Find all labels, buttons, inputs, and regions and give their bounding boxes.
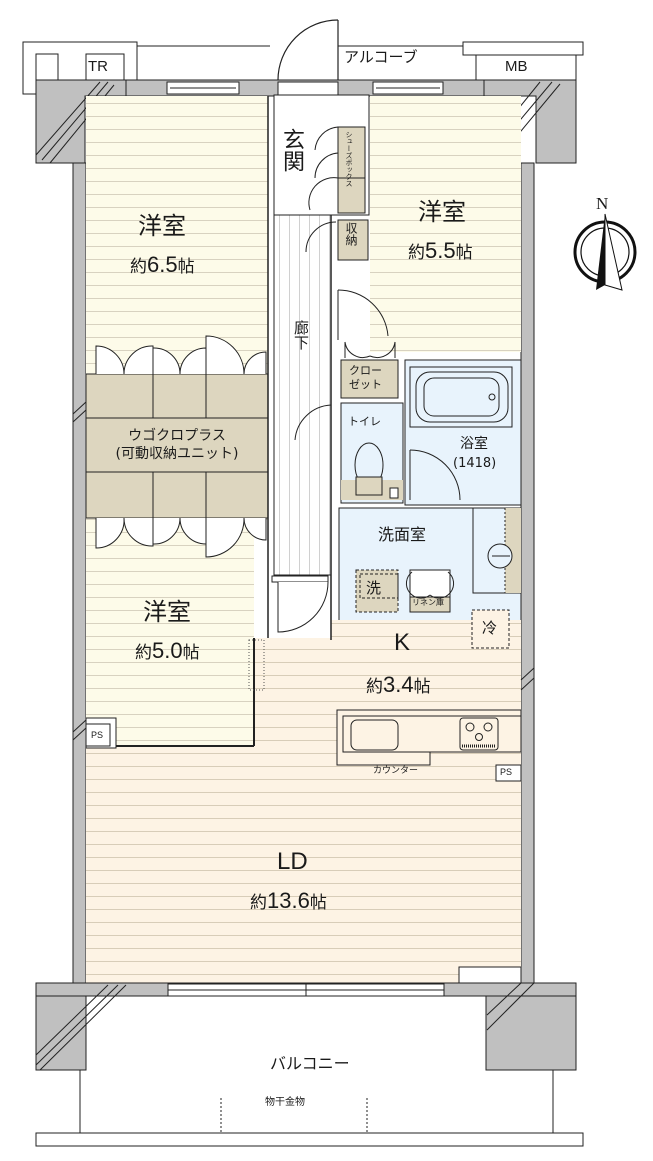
washroom-name: 洗面室	[378, 525, 427, 544]
bathroom-spec: (1418)	[453, 456, 497, 471]
compass-icon	[573, 213, 637, 291]
entrance-name: 玄関	[279, 128, 304, 172]
movable-storage-line1: ウゴクロプラス	[128, 428, 226, 444]
washer-label: 洗	[366, 579, 382, 597]
kitchen-size-unit: 帖	[413, 677, 431, 697]
counter-label: カウンター	[373, 766, 419, 776]
fridge-label: 冷	[482, 619, 498, 637]
bedroom3-name: 洋室	[143, 598, 191, 626]
bathroom-name: 浴室	[460, 436, 488, 452]
bedroom2-size-prefix: 約	[408, 243, 425, 263]
kitchen-size: 約3.4帖	[366, 674, 431, 696]
ps-right-label: PS	[500, 767, 513, 777]
bedroom1-size: 約6.5帖	[130, 254, 195, 276]
bedroom3-size-value: 5.0	[152, 638, 183, 663]
ld-name: LD	[277, 848, 308, 875]
tr-label: TR	[88, 58, 108, 75]
closet-label-line2: ゼット	[349, 378, 382, 392]
movable-storage-label: ウゴクロプラス (可動収納ユニット)	[94, 428, 260, 463]
bedroom1-size-value: 6.5	[147, 252, 178, 277]
bedroom1-name: 洋室	[138, 212, 186, 240]
bedroom2-size: 約5.5帖	[408, 240, 473, 262]
kitchen-name: K	[394, 629, 411, 656]
ld-size-prefix: 約	[250, 893, 267, 913]
closet-label: クロー ゼット	[349, 364, 382, 393]
ps-left-label: PS	[91, 730, 104, 740]
corridor-name: 廊下	[292, 320, 310, 350]
linen-label: リネン庫	[412, 598, 444, 607]
shoe-box-label: シューズボックス	[345, 131, 353, 187]
movable-storage-line2: (可動収納ユニット)	[115, 445, 239, 462]
kitchen-size-prefix: 約	[366, 677, 383, 697]
balcony-label: バルコニー	[270, 1054, 350, 1073]
bedroom3-size-unit: 帖	[182, 643, 200, 663]
toilet-name: トイレ	[348, 415, 381, 428]
drying-hardware-label: 物干金物	[265, 1097, 305, 1108]
bedroom3-size: 約5.0帖	[135, 640, 200, 662]
kitchen-size-value: 3.4	[383, 672, 414, 697]
ld-size-unit: 帖	[309, 893, 327, 913]
bedroom2-size-unit: 帖	[455, 243, 473, 263]
alcove-label: アルコーブ	[344, 48, 418, 66]
bedroom2-name: 洋室	[418, 198, 466, 226]
compass-north-label: N	[596, 194, 609, 213]
closet-label-line1: クロー	[349, 364, 382, 377]
storage-label: 収納	[344, 222, 358, 246]
bedroom2-size-value: 5.5	[425, 238, 456, 263]
ld-size-value: 13.6	[267, 888, 310, 913]
mb-label: MB	[505, 58, 528, 75]
ld-size: 約13.6帖	[250, 890, 327, 912]
bedroom1-size-prefix: 約	[130, 257, 147, 277]
bedroom3-size-prefix: 約	[135, 643, 152, 663]
bedroom1-size-unit: 帖	[177, 257, 195, 277]
